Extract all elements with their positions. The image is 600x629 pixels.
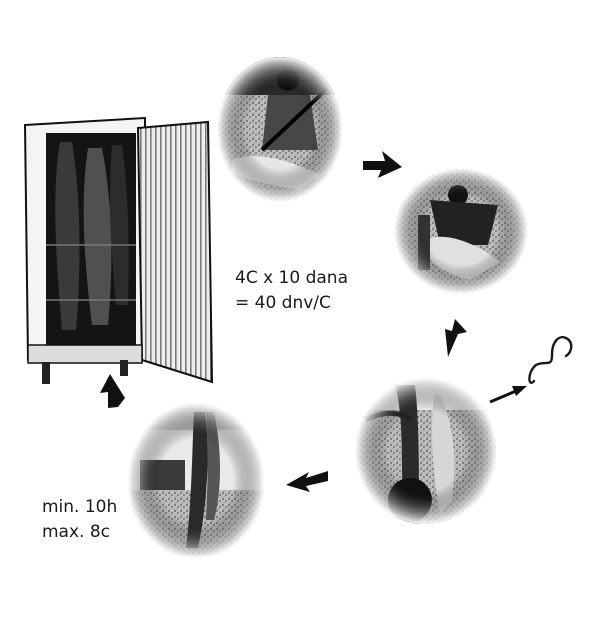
cold-storage-cabinet <box>23 116 214 384</box>
flow-arrow-icon <box>286 471 328 492</box>
storage-duration-label: 4C x 10 dana = 40 dnv/C <box>235 266 348 316</box>
s-hook-icon <box>528 336 573 384</box>
photo-field-dressing <box>395 169 527 293</box>
storage-duration-line1: 4C x 10 dana <box>235 268 348 288</box>
photo-hanging-room <box>128 404 264 558</box>
photo-hanging-tree <box>356 378 496 524</box>
flow-arrow-icon <box>363 151 402 178</box>
flow-arrow-icon <box>489 386 527 404</box>
storage-duration-line2: = 40 dnv/C <box>235 293 331 313</box>
hanging-duration-line2: max. 8c <box>42 522 111 542</box>
flow-arrow-icon <box>445 319 467 357</box>
hanging-duration-line1: min. 10h <box>42 497 118 517</box>
hanging-duration-label: min. 10h max. 8c <box>42 495 117 545</box>
photo-hunter <box>218 57 342 201</box>
flow-arrow-icon <box>100 374 125 408</box>
